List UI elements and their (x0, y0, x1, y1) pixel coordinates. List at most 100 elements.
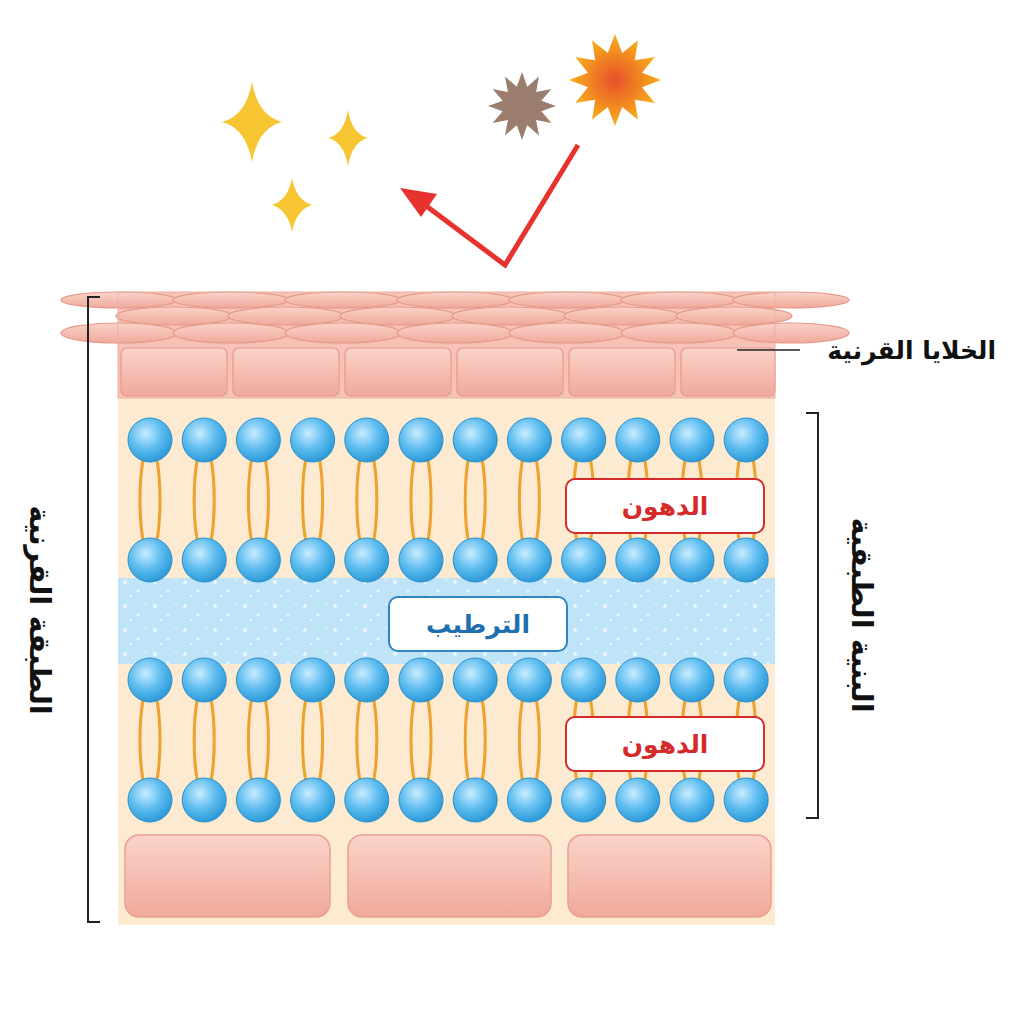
bracket (88, 297, 100, 922)
lipid-head (345, 538, 389, 582)
lipid-head (399, 778, 443, 822)
layer-label: البنية الطبقية (845, 517, 879, 712)
leader-line (737, 349, 800, 351)
water-texture (118, 578, 775, 664)
lipid-head (399, 418, 443, 462)
corneocyte-scale (397, 292, 513, 308)
lipid-head (507, 778, 551, 822)
corneocyte-scale (509, 323, 625, 343)
lipid-head (453, 418, 497, 462)
layer-ground (118, 292, 775, 398)
corneocyte (569, 348, 675, 396)
box-label: الدهون (622, 730, 709, 759)
corneocyte-scale (340, 307, 456, 325)
corneocyte-scale (228, 307, 344, 325)
lipid-head (562, 538, 606, 582)
lipid-head (345, 658, 389, 702)
corneocyte (233, 348, 339, 396)
lipid-head (453, 658, 497, 702)
cell (125, 835, 330, 917)
lipid-head (616, 418, 660, 462)
lipid-head (562, 418, 606, 462)
lipid-head (724, 778, 768, 822)
lipid-head (236, 538, 280, 582)
lipid-head (291, 538, 335, 582)
corneocyte-scale (285, 323, 401, 343)
lipid-head (507, 538, 551, 582)
lipid-head (670, 658, 714, 702)
corneocyte-layer (61, 292, 849, 398)
lipid-head (670, 778, 714, 822)
lipid-head (453, 538, 497, 582)
lipid-head (236, 658, 280, 702)
label-box: الدهون (565, 716, 765, 772)
corneocyte-scale (621, 292, 737, 308)
sun-symbol (569, 34, 661, 126)
lipid-head (670, 538, 714, 582)
label-box: الترطيب (388, 596, 568, 652)
lipid-head (345, 418, 389, 462)
lipid-head (399, 538, 443, 582)
layer-outline (118, 292, 775, 398)
corneocyte (345, 348, 451, 396)
corneocyte-scale (509, 292, 625, 308)
corneocyte-scale (452, 307, 568, 325)
corneocyte-scale (733, 292, 849, 308)
lower-cells (125, 835, 771, 917)
lipid-head (616, 538, 660, 582)
corneocyte-scale (173, 292, 289, 308)
corneocyte-scale (61, 292, 177, 308)
lipid-head (128, 418, 172, 462)
corneocyte-scale (397, 323, 513, 343)
intercellular-ground (118, 395, 775, 925)
lipid-head (182, 418, 226, 462)
lipid-head (291, 658, 335, 702)
cell (568, 835, 771, 917)
corneocyte-scale (285, 292, 401, 308)
sparkle (328, 110, 368, 166)
lipid-head (670, 418, 714, 462)
cell (348, 835, 551, 917)
lipid-head (128, 778, 172, 822)
light-symbols (222, 34, 661, 232)
lipid-head (616, 658, 660, 702)
lipid-head (128, 658, 172, 702)
corneocyte (681, 348, 775, 396)
lipid-head (291, 778, 335, 822)
corneocyte-scale (564, 307, 680, 325)
lipid-head (724, 658, 768, 702)
lipid-head (507, 658, 551, 702)
lipid-head (236, 778, 280, 822)
corneocyte (457, 348, 563, 396)
lipid-head (128, 538, 172, 582)
lipid-head (291, 418, 335, 462)
label-box: الدهون (565, 478, 765, 534)
bracket (806, 413, 818, 818)
corneocyte-scale (116, 307, 232, 325)
lipid-head (507, 418, 551, 462)
lipid-head (562, 658, 606, 702)
lipid-head (562, 778, 606, 822)
part-label: الخلايا القرنية (827, 336, 996, 365)
ray-arrowhead (400, 188, 437, 217)
sparkle (222, 82, 282, 162)
lipid-head (345, 778, 389, 822)
lipid-head (724, 538, 768, 582)
corneocyte-scale (173, 323, 289, 343)
box-label: الترطيب (426, 610, 530, 639)
corneocyte (121, 348, 227, 396)
lipid-head (616, 778, 660, 822)
sparkle (272, 178, 312, 232)
box-label: الدهون (622, 492, 709, 521)
lipid-head (182, 778, 226, 822)
layer-label: الطبقة القرنية (23, 505, 57, 715)
lipid-bilayers (128, 418, 768, 822)
water-band (118, 578, 775, 664)
corneocyte-scale (621, 323, 737, 343)
lipid-head (453, 778, 497, 822)
lipid-head (399, 658, 443, 702)
corneocyte-scale (61, 323, 177, 343)
dust-particle (488, 72, 556, 140)
